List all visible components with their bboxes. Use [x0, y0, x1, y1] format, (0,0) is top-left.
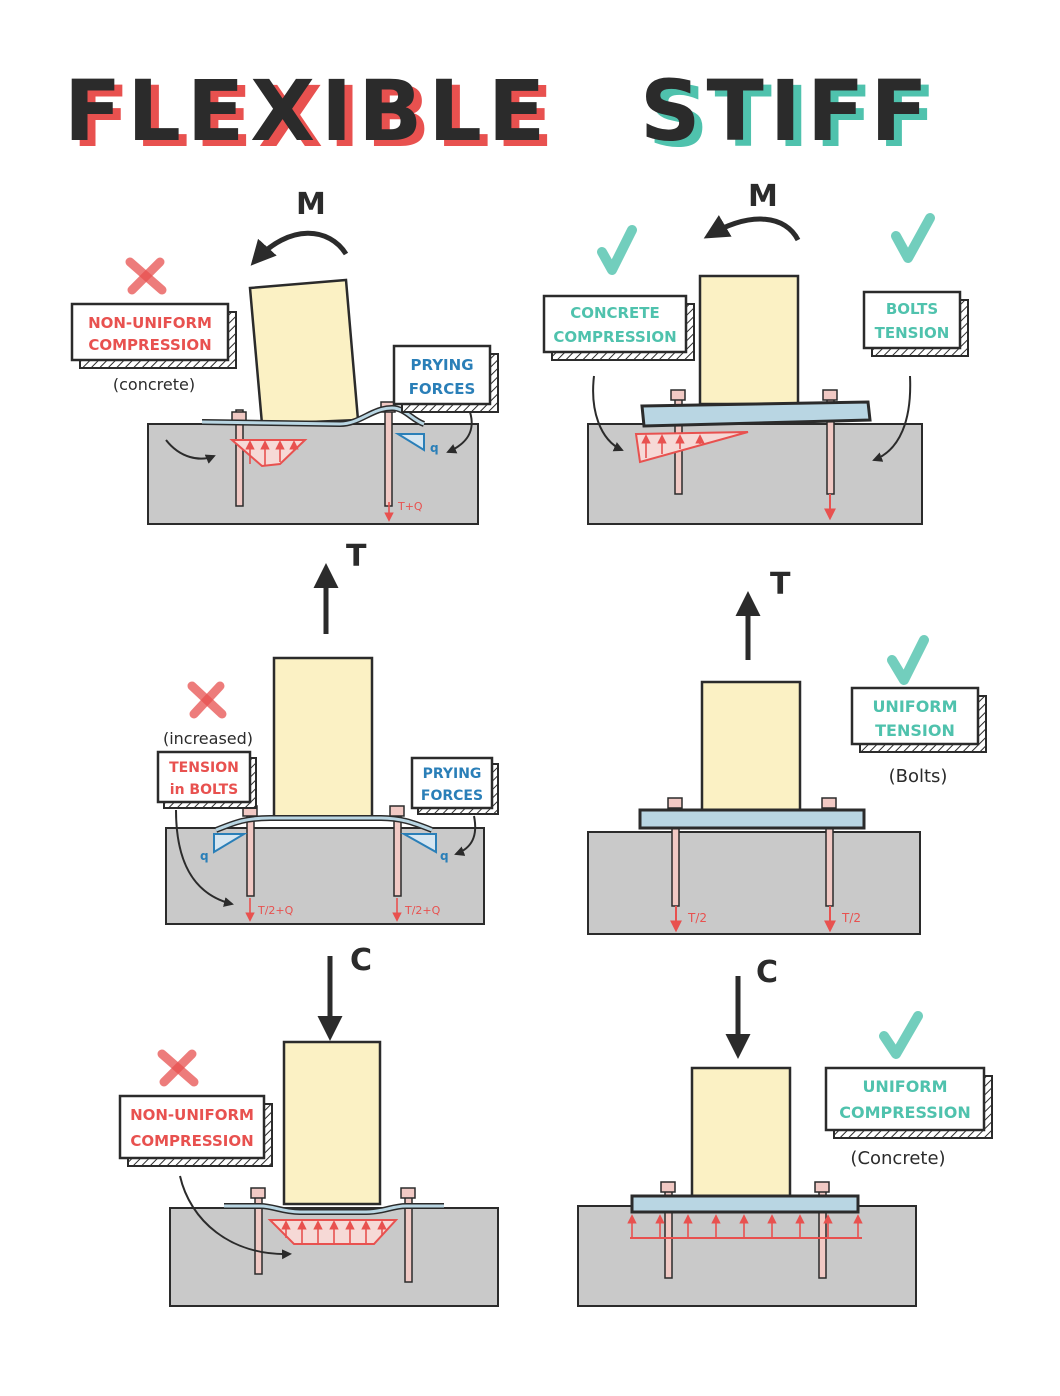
prying-diagram — [394, 433, 425, 452]
flexible-compression-panel: C NON-UNIFORM COMPRESSION — [118, 943, 499, 1307]
bolt-force-label: T+Q — [397, 500, 423, 513]
cross-icon — [157, 1049, 199, 1087]
callout-line2: COMPRESSION — [553, 328, 676, 346]
concrete-block — [587, 831, 921, 935]
bolt-nut — [814, 1181, 830, 1193]
q-label: q — [440, 849, 449, 863]
anchor-bolt — [235, 409, 244, 507]
stiff-moment-panel: M CONCRETE COMPRESSION BOLTS TENSION — [542, 179, 969, 525]
tension-label: T — [346, 539, 367, 574]
moment-label: M — [748, 179, 778, 214]
callout-line2: COMPRESSION — [130, 1132, 253, 1150]
callout-note: (increased) — [163, 729, 253, 748]
tension-label: T — [770, 567, 791, 602]
concrete-block — [147, 423, 479, 525]
bolt-nut — [822, 389, 838, 401]
bolt-force-label: T/2 — [687, 911, 707, 925]
callout-line2: TENSION — [875, 721, 955, 740]
callout-line1: NON-UNIFORM — [88, 314, 212, 332]
callout-box — [156, 750, 252, 804]
bolt-nut — [660, 1181, 676, 1193]
moment-label: M — [296, 187, 326, 222]
check-icon — [891, 213, 935, 263]
bolt-force-label: T/2+Q — [257, 904, 294, 917]
callout-line1: BOLTS — [886, 300, 938, 318]
callout-box — [542, 294, 688, 354]
column — [248, 278, 360, 426]
callout-box — [862, 290, 962, 350]
stiff-title-shadow: STIFF — [648, 68, 942, 166]
column — [690, 1066, 792, 1198]
bolt-nut — [667, 797, 683, 809]
bolt-nut — [400, 1187, 416, 1199]
q-label: q — [430, 441, 439, 455]
base-plate — [630, 1194, 860, 1214]
flexible-moment-panel: q T+Q M NON-UNIFORM COMPRESSION (concret… — [70, 187, 499, 525]
moment-arrow — [250, 230, 349, 266]
anchor-bolt — [384, 409, 393, 507]
check-icon — [597, 225, 637, 275]
stiff-tension-panel: T T/2 T/2 UNIFORM TENSION (Bolts) — [587, 567, 987, 935]
column — [272, 656, 374, 820]
anchor-bolt — [246, 809, 255, 897]
bolt-nut — [670, 389, 686, 401]
flexible-title: FLEXIBLE — [64, 62, 551, 160]
bolt-force-label: T/2+Q — [404, 904, 441, 917]
callout-line2: COMPRESSION — [839, 1103, 971, 1122]
base-plate — [638, 808, 866, 830]
cross-icon — [125, 257, 167, 295]
concrete-block — [577, 1205, 917, 1307]
callout-box — [118, 1094, 266, 1160]
column — [698, 274, 800, 406]
bolt-nut — [250, 1187, 266, 1199]
callout-subtitle: (concrete) — [113, 375, 195, 394]
anchor-bolt — [393, 809, 402, 897]
check-icon — [887, 635, 929, 685]
cross-icon — [187, 681, 227, 719]
compression-label: C — [756, 955, 778, 990]
callout-line1: UNIFORM — [872, 697, 957, 716]
callout-box — [850, 686, 980, 746]
q-label: q — [200, 849, 209, 863]
callout-box — [70, 302, 230, 362]
callout-box — [824, 1066, 986, 1132]
callout-line1: TENSION — [169, 760, 239, 776]
prying-diagram — [400, 833, 437, 854]
bolt-nut — [389, 805, 405, 817]
stiff-compression-panel: C UNIFORM COMPRESSION (Concrete) — [577, 955, 993, 1307]
callout-subtitle: (Concrete) — [850, 1148, 945, 1169]
callout-line1: CONCRETE — [570, 304, 660, 322]
callout-line1: NON-UNIFORM — [130, 1106, 254, 1124]
bolt-force-label: T/2 — [841, 911, 861, 925]
callout-box — [410, 756, 494, 810]
callout-line2: FORCES — [409, 380, 476, 398]
flexible-tension-panel: T q q T/2+Q T/2+Q (increased) TENSION in… — [156, 539, 499, 925]
callout-line2: in BOLTS — [170, 782, 238, 798]
callout-line2: FORCES — [421, 788, 483, 804]
prying-diagram — [213, 833, 248, 854]
callout-line2: TENSION — [875, 324, 950, 342]
compression-label: C — [350, 943, 372, 978]
callout-line1: UNIFORM — [862, 1077, 947, 1096]
callout-line2: COMPRESSION — [88, 336, 211, 354]
stiff-title: STIFF — [640, 62, 934, 160]
callout-subtitle: (Bolts) — [889, 766, 948, 787]
moment-arrow — [703, 215, 801, 242]
callout-box — [392, 344, 492, 406]
bolt-nut — [821, 797, 837, 809]
flexible-title-shadow: FLEXIBLE — [72, 68, 559, 166]
column — [282, 1040, 382, 1206]
callout-line1: PRYING — [423, 766, 482, 782]
callout-line1: PRYING — [410, 356, 473, 374]
check-icon — [879, 1011, 923, 1059]
base-plate — [640, 400, 872, 428]
column — [700, 680, 802, 814]
